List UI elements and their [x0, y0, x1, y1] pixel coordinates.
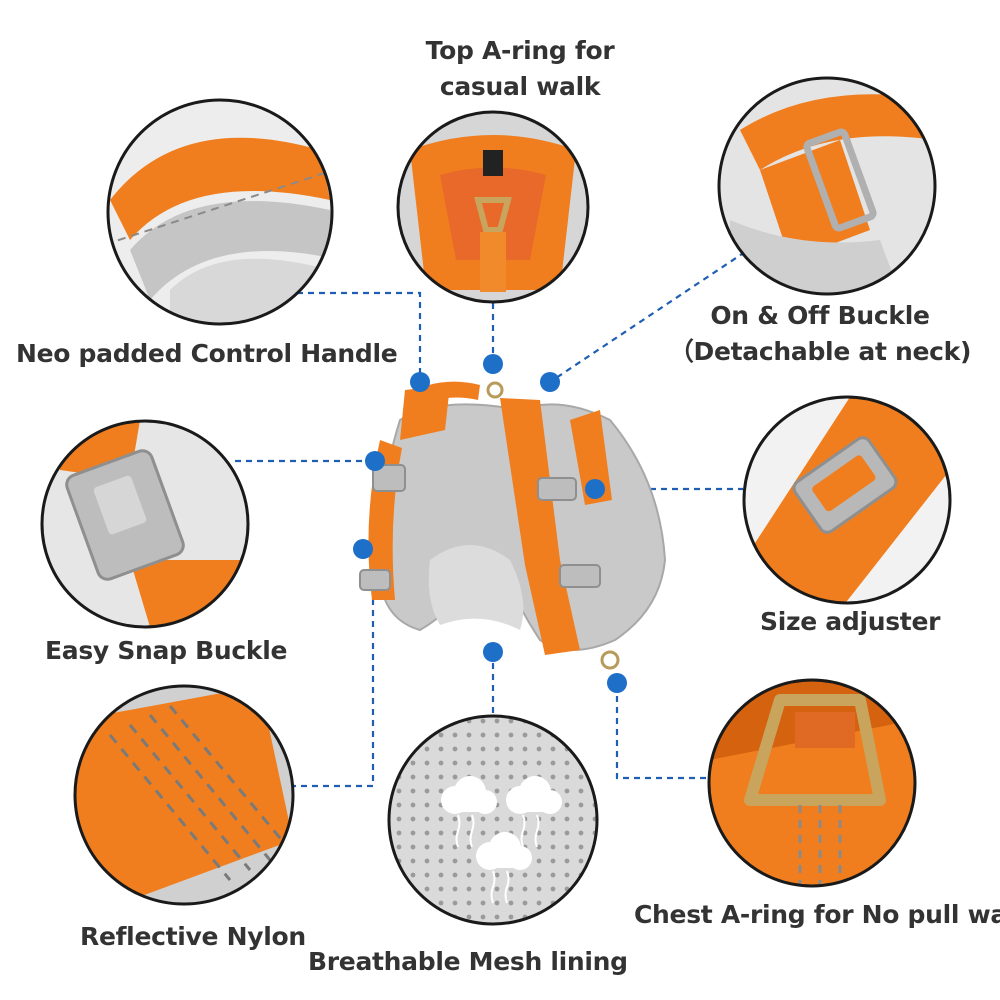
blue-dot-icon	[540, 372, 560, 392]
connector-dots	[353, 354, 627, 693]
blue-dot-icon	[365, 451, 385, 471]
detail-circle-nylon	[73, 684, 295, 906]
label-control-handle: Neo padded Control Handle	[16, 339, 398, 368]
detail-circle-neck-buckle	[717, 76, 937, 296]
blue-dot-icon	[483, 642, 503, 662]
label-chest-ring: Chest A-ring for No pull walk	[634, 900, 1000, 929]
label-top-ring-line2: casual walk	[439, 72, 601, 101]
detail-circle-top-ring	[396, 110, 590, 304]
label-size-adjuster: Size adjuster	[760, 607, 941, 636]
label-neck-buckle-line2: （Detachable at neck)	[668, 337, 972, 366]
label-neck-buckle-line1: On & Off Buckle	[710, 301, 930, 330]
connector-handle	[275, 291, 422, 382]
label-neck-buckle: On & Off Buckle （Detachable at neck)	[665, 298, 975, 370]
cloud-icon	[506, 776, 562, 814]
detail-circle-chest-ring	[707, 678, 917, 888]
detail-circle-snap-buckle	[40, 419, 250, 629]
label-snap-buckle: Easy Snap Buckle	[45, 636, 288, 665]
connector-nylon	[290, 551, 375, 788]
cloud-icon	[476, 832, 532, 870]
detail-circle-size-adjuster	[742, 395, 952, 605]
detail-circle-mesh	[387, 714, 599, 926]
blue-dot-icon	[410, 372, 430, 392]
cloud-icon	[441, 776, 497, 814]
blue-dot-icon	[607, 673, 627, 693]
blue-dot-icon	[585, 479, 605, 499]
blue-dot-icon	[353, 539, 373, 559]
label-top-ring: Top A-ring for casual walk	[420, 33, 620, 105]
connector-chest-ring	[615, 685, 710, 780]
blue-dot-icon	[483, 354, 503, 374]
harness-center	[359, 381, 667, 670]
label-reflective-nylon: Reflective Nylon	[80, 922, 306, 951]
label-top-ring-line1: Top A-ring for	[425, 36, 615, 65]
label-mesh-lining: Breathable Mesh lining	[308, 947, 628, 976]
detail-circle-handle	[106, 98, 334, 326]
